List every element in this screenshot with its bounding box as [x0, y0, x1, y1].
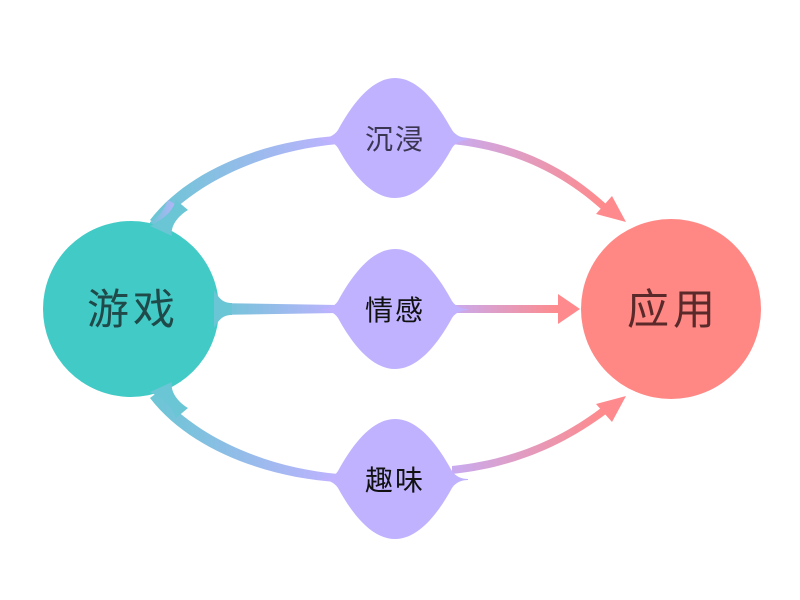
arrowhead-1 [596, 196, 626, 222]
mediator-node-2: 情感 [322, 249, 468, 369]
mediator-shape-2 [322, 249, 468, 369]
edge-source-to-mediator-1 [150, 136, 338, 226]
edge-mediator-2-to-target [452, 305, 560, 313]
source-label: 游戏 [87, 285, 179, 334]
source-edge-joint-bottom [150, 382, 188, 418]
mediator-label-1: 沉浸 [365, 123, 425, 156]
source-edge-joint-mid [214, 290, 232, 328]
source-circle [43, 221, 219, 397]
edge-mediator-1-to-target [452, 136, 606, 209]
edge-source-to-mediator-3 [150, 392, 338, 482]
arrowhead-2 [558, 294, 580, 324]
mediator-shape-1 [322, 78, 468, 198]
source-node: 游戏 [43, 200, 232, 418]
mediator-shape-3 [322, 419, 468, 539]
source-edge-joint-top [150, 200, 188, 236]
mediator-label-3: 趣味 [365, 464, 425, 497]
mediator-node-3: 趣味 [322, 419, 468, 539]
target-node: 应用 [581, 219, 761, 399]
outgoing-edges [452, 136, 626, 474]
mediator-label-2: 情感 [365, 294, 425, 327]
target-circle [581, 219, 761, 399]
target-label: 应用 [627, 285, 719, 334]
edge-mediator-3-to-target [452, 408, 606, 474]
mediator-node-1: 沉浸 [322, 78, 468, 198]
arrowhead-3 [596, 396, 626, 422]
edge-source-to-mediator-2 [212, 303, 338, 315]
